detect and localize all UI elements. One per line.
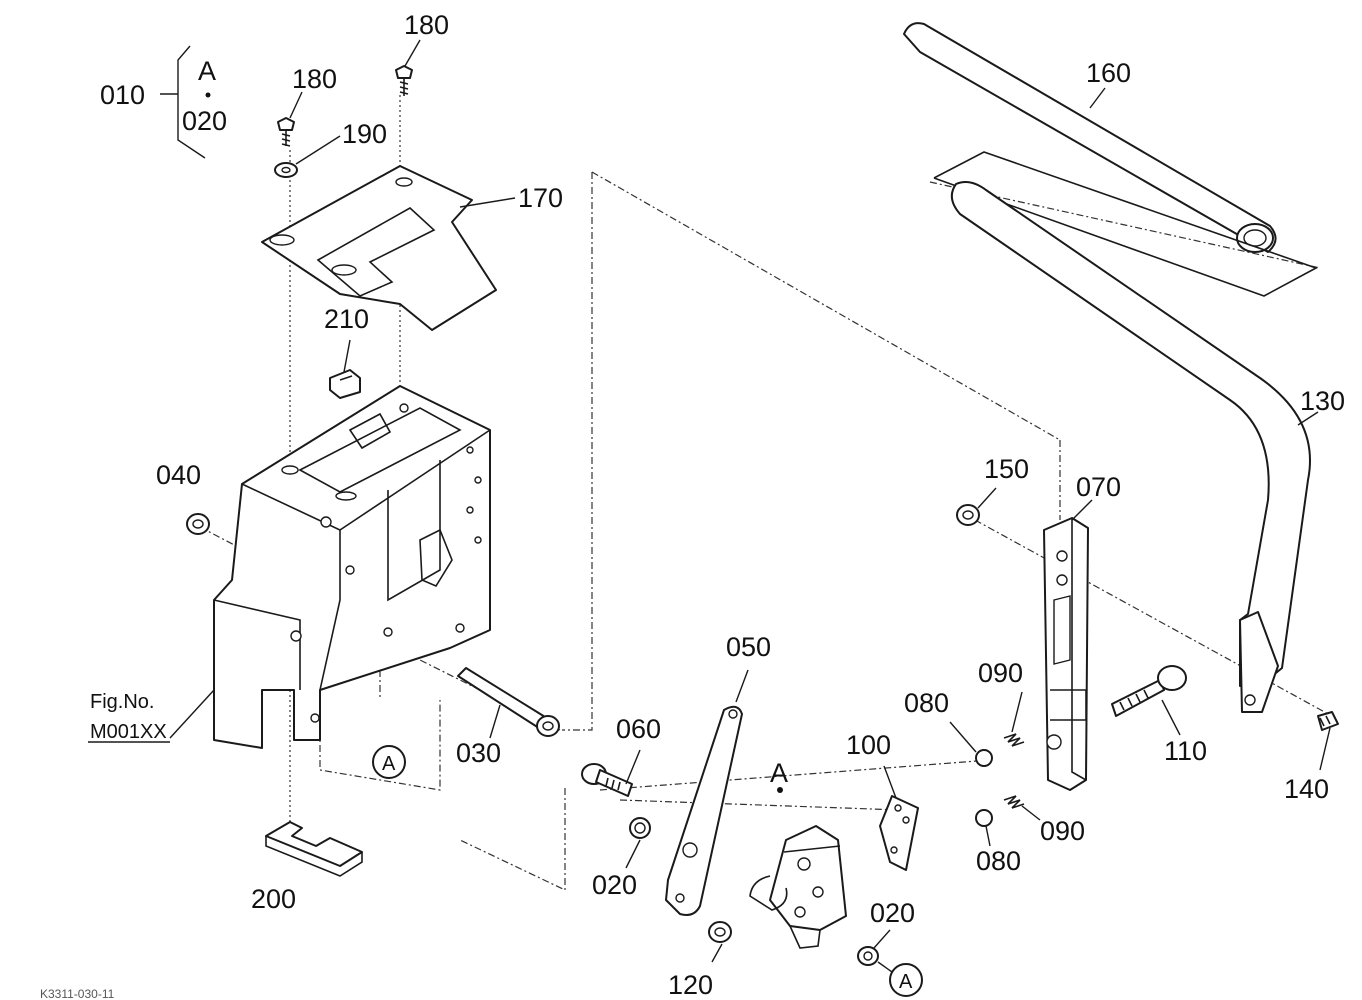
circle-reference-a-2 [889,963,923,997]
handle-130 [950,181,1311,713]
bolt-140 [1317,711,1339,731]
label-080-upper: 080 [904,688,949,718]
label-190: 190 [342,119,387,149]
nut-040 [186,513,210,535]
label-100: 100 [846,730,891,760]
arm-070 [1043,517,1089,791]
label-020-middle: 020 [592,870,637,900]
label-050: 050 [726,632,771,662]
ball-080-upper [975,749,993,767]
nut-020-middle [629,817,651,839]
main-bracket-housing [213,385,491,749]
grip-160 [903,22,1277,253]
plate-170 [261,165,497,331]
label-060: 060 [616,714,661,744]
label-020-lower: 020 [870,898,915,928]
lever-mechanism-block [749,825,847,949]
label-210: 210 [324,304,369,334]
screw-180-right [395,65,413,96]
nut-150 [956,504,980,526]
label-090-upper: 090 [978,658,1023,688]
nut-120 [708,921,732,943]
label-180-left: 180 [292,64,337,94]
circle-reference-a-1 [372,745,406,779]
bracket-200 [265,821,363,877]
plate-100 [879,795,919,871]
label-070: 070 [1076,472,1121,502]
label-a-mid: A [770,758,788,788]
label-150: 150 [984,454,1029,484]
label-170: 170 [518,183,563,213]
bolt-110 [1111,665,1187,717]
spring-090-lower [1003,795,1025,809]
label-180-right: 180 [404,10,449,40]
label-130: 130 [1300,386,1345,416]
label-a-circle-1: A [382,753,396,775]
label-080-lower: 080 [976,846,1021,876]
label-040: 040 [156,460,201,490]
label-200: 200 [251,884,296,914]
label-140: 140 [1284,774,1329,804]
footer-drawing-code: K3311-030-11 [40,987,115,1000]
spring-090-upper [1003,733,1025,747]
bolt-060 [581,763,633,797]
assembly-reference-010 [160,45,211,159]
label-090-lower: 090 [1040,816,1085,846]
ball-080-lower [975,809,993,827]
label-030: 030 [456,738,501,768]
label-a-circle-2: A [899,971,913,993]
clip-210 [329,369,361,399]
lever-plate-050 [665,705,743,916]
label-fig-no: Fig.No. [90,691,154,713]
washer-020-lower [857,946,879,966]
label-120: 120 [668,970,713,1000]
dot-marker-a [777,787,783,793]
label-110: 110 [1164,736,1207,766]
label-a-top: A [198,56,216,86]
label-160: 160 [1086,58,1131,88]
pin-030 [457,667,560,737]
label-fig-code: M001XX [90,721,167,743]
screw-180-left [277,117,295,147]
label-010: 010 [100,80,145,110]
washer-190 [274,162,298,178]
label-020-top: 020 [182,106,227,136]
